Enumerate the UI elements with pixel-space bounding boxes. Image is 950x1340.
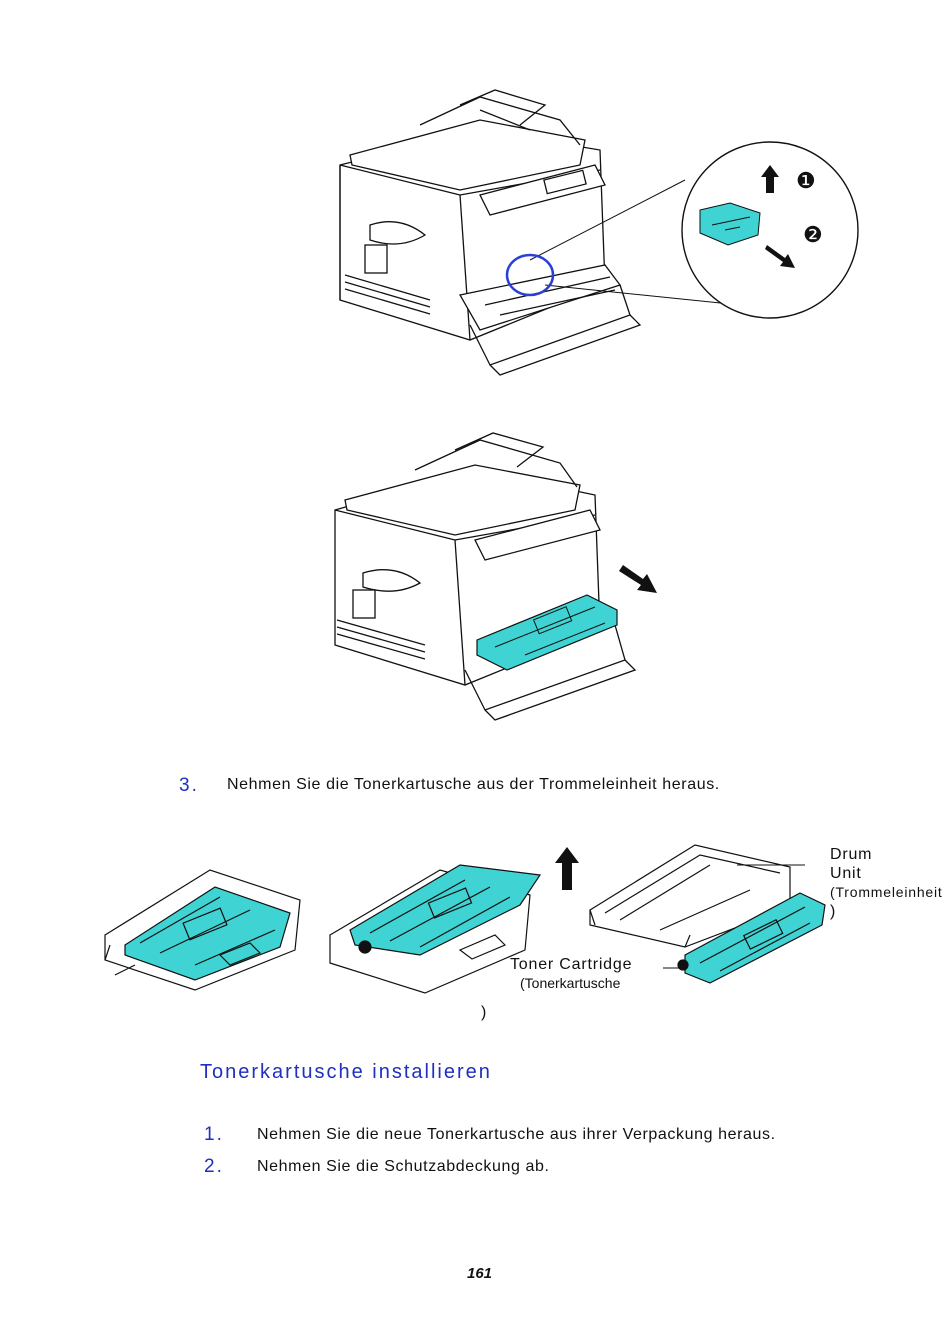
toner-cartridge-close: ) <box>481 1004 488 1021</box>
drum-label-line-1: Drum <box>830 846 873 863</box>
printer-latch-figure <box>339 89 859 376</box>
step-2-number: 2. <box>204 1156 224 1177</box>
step-3-number: 3. <box>179 775 199 796</box>
callout-number-two: ❷ <box>803 222 823 247</box>
toner-cartridge-sublabel: (Tonerkartusche <box>520 975 621 991</box>
callout-number-one: ❶ <box>796 168 816 193</box>
printer-drum-removal-figure <box>334 432 657 721</box>
step-1-text: Nehmen Sie die neue Tonerkartusche aus i… <box>257 1126 776 1143</box>
drum-label-line-3: (Trommeleinheit <box>830 884 943 900</box>
drum-unit-label: Drum Unit (Trommeleinheit ) <box>830 845 943 921</box>
step-2-text: Nehmen Sie die Schutzabdeckung ab. <box>257 1158 550 1175</box>
toner-separation-figure <box>104 844 826 994</box>
section-heading: Tonerkartusche installieren <box>200 1061 492 1083</box>
toner-cartridge-label: Toner Cartridge <box>510 956 633 973</box>
drum-label-close: ) <box>830 903 837 920</box>
step-3-text: Nehmen Sie die Tonerkartusche aus der Tr… <box>227 776 720 793</box>
page-number: 161 <box>467 1265 493 1282</box>
drum-label-line-2: Unit <box>830 865 862 882</box>
step-1-number: 1. <box>204 1124 224 1145</box>
